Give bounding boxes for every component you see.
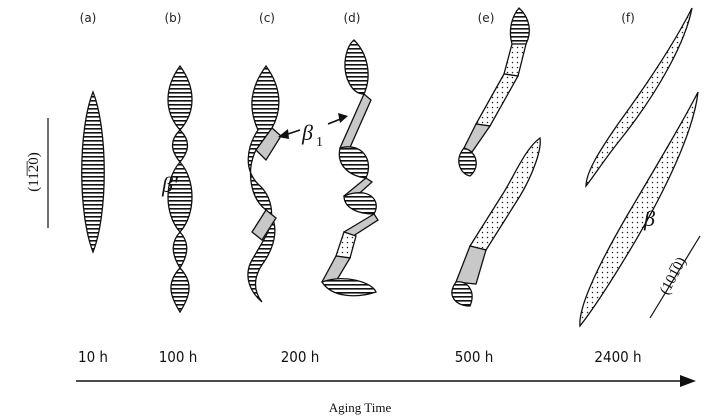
panel-label-d: (d) bbox=[344, 11, 361, 25]
axis-arrowhead bbox=[680, 375, 696, 387]
aging-time-axis: Aging Time bbox=[76, 375, 696, 415]
time-label-10h: 10 h bbox=[78, 348, 108, 366]
panel-label-f: (f) bbox=[621, 11, 635, 25]
precipitate-c bbox=[248, 66, 281, 302]
beta-label: β bbox=[643, 206, 655, 231]
beta1-subscript: 1 bbox=[316, 135, 323, 150]
precipitate-f-lower: β bbox=[580, 92, 698, 326]
beta1-annotation: β 1 bbox=[278, 113, 348, 150]
orientation-left-label: (11̅2̅0) bbox=[26, 152, 42, 191]
beta-prime-label: β' bbox=[161, 172, 178, 197]
orientation-left: (11̅2̅0) bbox=[26, 152, 42, 191]
axis-title: Aging Time bbox=[329, 400, 392, 415]
time-label-200h: 200 h bbox=[281, 348, 320, 366]
precipitate-a bbox=[82, 92, 105, 252]
precipitate-e-upper bbox=[459, 8, 529, 176]
precipitate-b: β' bbox=[161, 66, 192, 312]
orientation-right-line bbox=[650, 236, 700, 318]
time-label-100h: 100 h bbox=[159, 348, 198, 366]
panel-label-e: (e) bbox=[478, 11, 495, 25]
precipitate-d bbox=[322, 40, 378, 296]
time-label-500h: 500 h bbox=[455, 348, 494, 366]
panel-label-a: (a) bbox=[80, 11, 97, 25]
panel-label-c: (c) bbox=[259, 11, 275, 25]
time-label-2400h: 2400 h bbox=[594, 348, 641, 366]
beta1-arrowhead-right bbox=[338, 113, 348, 123]
beta1-label: β bbox=[301, 120, 313, 145]
panel-label-b: (b) bbox=[165, 11, 182, 25]
